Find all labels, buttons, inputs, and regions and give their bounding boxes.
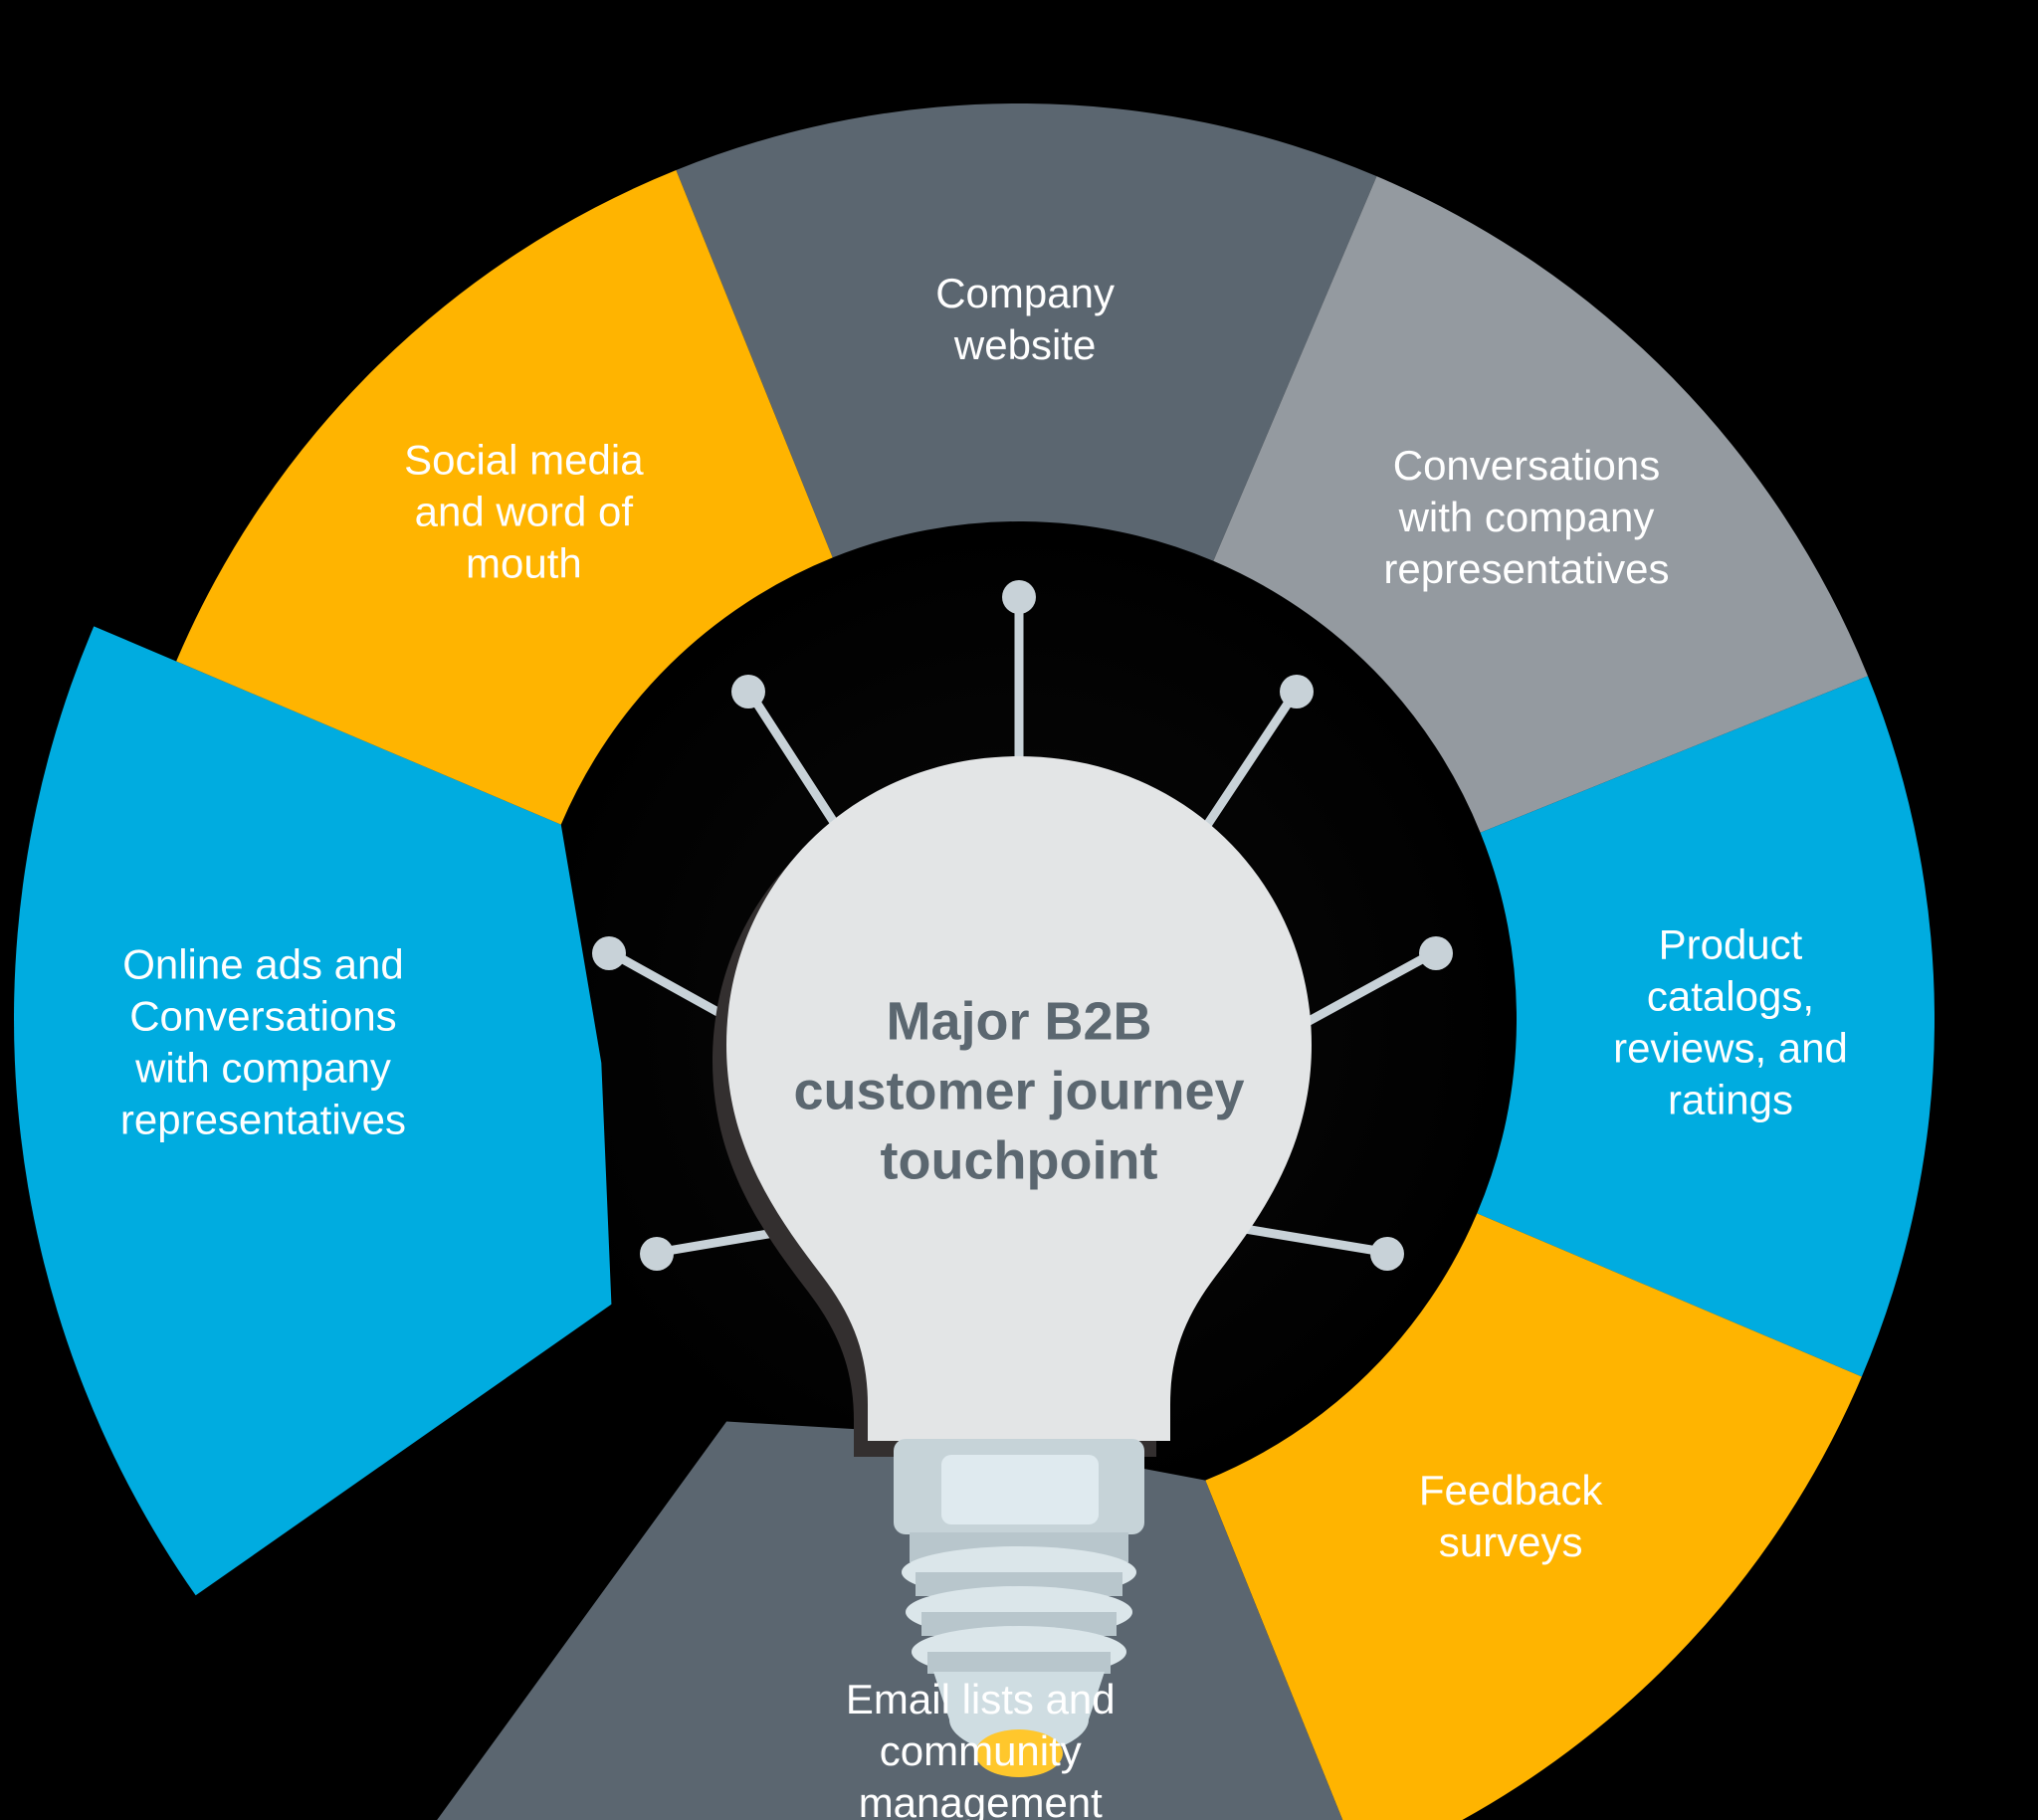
segment-label-line: catalogs,: [1647, 972, 1814, 1019]
segment-label-line: surveys: [1439, 1518, 1583, 1565]
segment-company-website[interactable]: [676, 103, 1377, 561]
segment-label-company-website: Company website: [935, 270, 1115, 368]
segment-label-line: and word of: [415, 489, 634, 535]
segment-label-line: Email lists and: [846, 1676, 1116, 1722]
segment-label-email-lists-and-community-management: Email lists and community management: [846, 1676, 1116, 1820]
segment-label-line: representatives: [120, 1097, 406, 1143]
bulb-thread-gap-3: [927, 1652, 1111, 1674]
ray-right-dot: [1419, 936, 1453, 970]
ray-upper-right-dot: [1280, 675, 1314, 708]
segment-conversations-with-company-representatives[interactable]: [1213, 176, 1869, 833]
segment-label-line: Conversations: [1393, 442, 1660, 489]
segment-label-product-catalogs-reviews-and-ratings: Product catalogs, reviews, and ratings: [1613, 920, 1848, 1122]
segment-label-line: Conversations: [129, 993, 396, 1040]
center-title-line1: Major B2B: [886, 991, 1151, 1051]
segment-label-line: reviews, and: [1613, 1024, 1848, 1071]
segment-label-line: Company: [935, 270, 1115, 316]
segment-product-catalogs-reviews-and-ratings[interactable]: [1477, 676, 1935, 1377]
segment-label-line: Feedback: [1419, 1467, 1603, 1514]
light-bulb-icon: [713, 756, 1312, 1777]
segment-feedback-surveys[interactable]: [1205, 1213, 1862, 1820]
ray-lower-left-dot: [640, 1237, 674, 1271]
segment-label-social-media-and-word-of-mouth: Social media and word of mouth: [404, 437, 644, 587]
segment-label-line: with company: [134, 1045, 391, 1092]
ray-upper-left-dot: [731, 675, 765, 708]
center-title-line2: customer journey: [793, 1061, 1244, 1120]
bulb-glass: [726, 756, 1312, 1441]
ray-left-dot: [592, 936, 626, 970]
segment-label-conversations-with-company-representatives: Conversations with company representatives: [1383, 442, 1669, 592]
segment-label-line: website: [953, 321, 1096, 368]
segment-social-media-and-word-of-mouth[interactable]: [176, 169, 833, 825]
ray-top-dot: [1002, 580, 1036, 614]
bulb-contact: [975, 1729, 1063, 1777]
center-title: Major B2B customer journey touchpoint: [793, 991, 1244, 1190]
bulb-collar-highlight: [941, 1455, 1099, 1524]
center-title-line3: touchpoint: [881, 1130, 1158, 1190]
segment-label-line: community: [880, 1727, 1082, 1774]
ray-lower-right-dot: [1370, 1237, 1404, 1271]
segment-label-line: with company: [1398, 494, 1655, 540]
segment-label-line: mouth: [466, 540, 582, 587]
segment-label-line: ratings: [1668, 1076, 1793, 1122]
segment-label-line: representatives: [1383, 545, 1669, 592]
segments-layer: [13, 103, 1935, 1820]
segment-label-line: Product: [1659, 920, 1803, 967]
segment-online-ads-and-conversations-with-company-representatives[interactable]: [13, 626, 612, 1596]
bulb-tip: [933, 1672, 1105, 1755]
segment-label-line: management: [859, 1779, 1103, 1820]
segment-label-line: Social media: [404, 437, 644, 484]
segment-label-line: Online ads and: [122, 941, 404, 988]
